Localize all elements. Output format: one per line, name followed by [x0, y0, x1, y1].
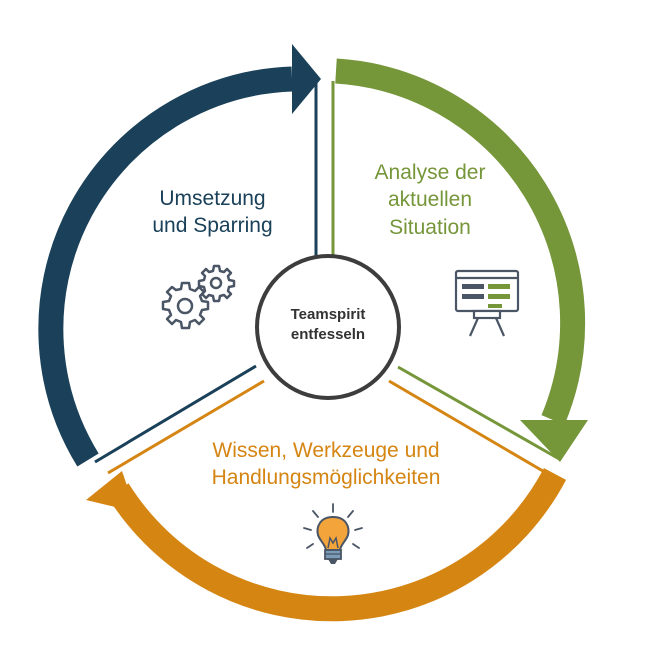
- arrow-analysis: [335, 58, 588, 462]
- label-knowledge-line-1: Wissen, Werkzeuge und: [212, 439, 440, 462]
- lightbulb-icon: [303, 503, 363, 564]
- center-label-line-1: Teamspirit: [290, 306, 366, 323]
- label-implementation: Umsetzung und Sparring: [120, 185, 305, 240]
- arrow-knowledge: [86, 468, 567, 622]
- label-knowledge: Wissen, Werkzeuge und Handlungsmöglichke…: [176, 437, 476, 492]
- label-analysis-line-1: Analyse der: [374, 161, 486, 184]
- center-label-line-2: entfesseln: [290, 326, 366, 344]
- label-knowledge-line-2: Handlungsmöglichkeiten: [211, 466, 441, 490]
- label-implementation-line-2: und Sparring: [152, 214, 273, 238]
- label-analysis-line-2: aktuellen: [387, 188, 473, 212]
- gears-icon: [161, 264, 236, 330]
- label-implementation-line-1: Umsetzung: [159, 187, 266, 210]
- separator-lines: [94, 81, 562, 476]
- presentation-board-icon: [454, 269, 520, 337]
- label-analysis-line-3: Situation: [389, 215, 471, 239]
- center-circle: [255, 254, 401, 400]
- center-label: Teamspirit entfesseln: [258, 305, 398, 346]
- arrow-implementation: [38, 44, 321, 467]
- label-analysis: Analyse der aktuellen Situation: [340, 159, 520, 241]
